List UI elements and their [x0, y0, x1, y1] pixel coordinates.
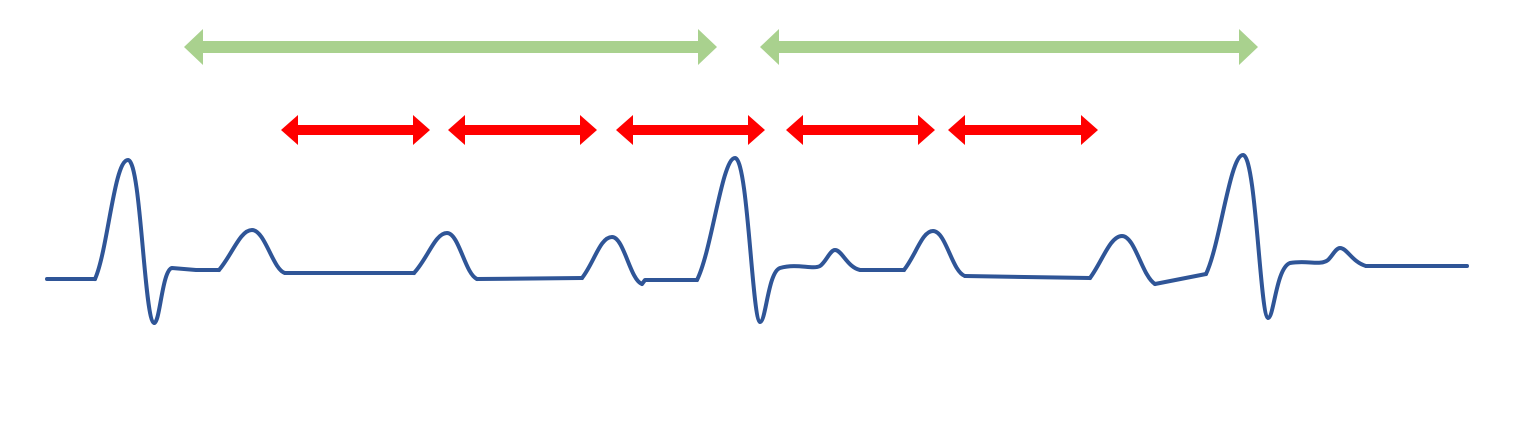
- long-interval-arrow-1: [184, 29, 717, 65]
- ecg-trace: [45, 153, 1469, 326]
- qrs-complex-3: [1204, 153, 1368, 320]
- short-interval-arrows: [281, 115, 1098, 145]
- short-interval-arrow-3: [616, 115, 765, 145]
- long-interval-arrows: [184, 29, 1258, 65]
- baseline-5: [1153, 272, 1208, 286]
- qrs-complex-1: [93, 158, 221, 326]
- p-wave-2: [412, 231, 479, 281]
- p-wave-4: [902, 229, 967, 278]
- long-interval-arrow-2: [760, 29, 1258, 65]
- p-wave-5: [1088, 234, 1157, 286]
- short-interval-arrow-1: [281, 115, 430, 145]
- baseline-2: [475, 276, 584, 281]
- p-wave-3: [580, 235, 644, 286]
- baseline-4: [963, 274, 1092, 280]
- short-interval-arrow-4: [786, 115, 935, 145]
- qrs-complex-2: [695, 156, 906, 324]
- p-wave-1: [217, 228, 287, 275]
- short-interval-arrow-5: [948, 115, 1098, 145]
- baseline-3: [640, 278, 699, 286]
- short-interval-arrow-2: [448, 115, 597, 145]
